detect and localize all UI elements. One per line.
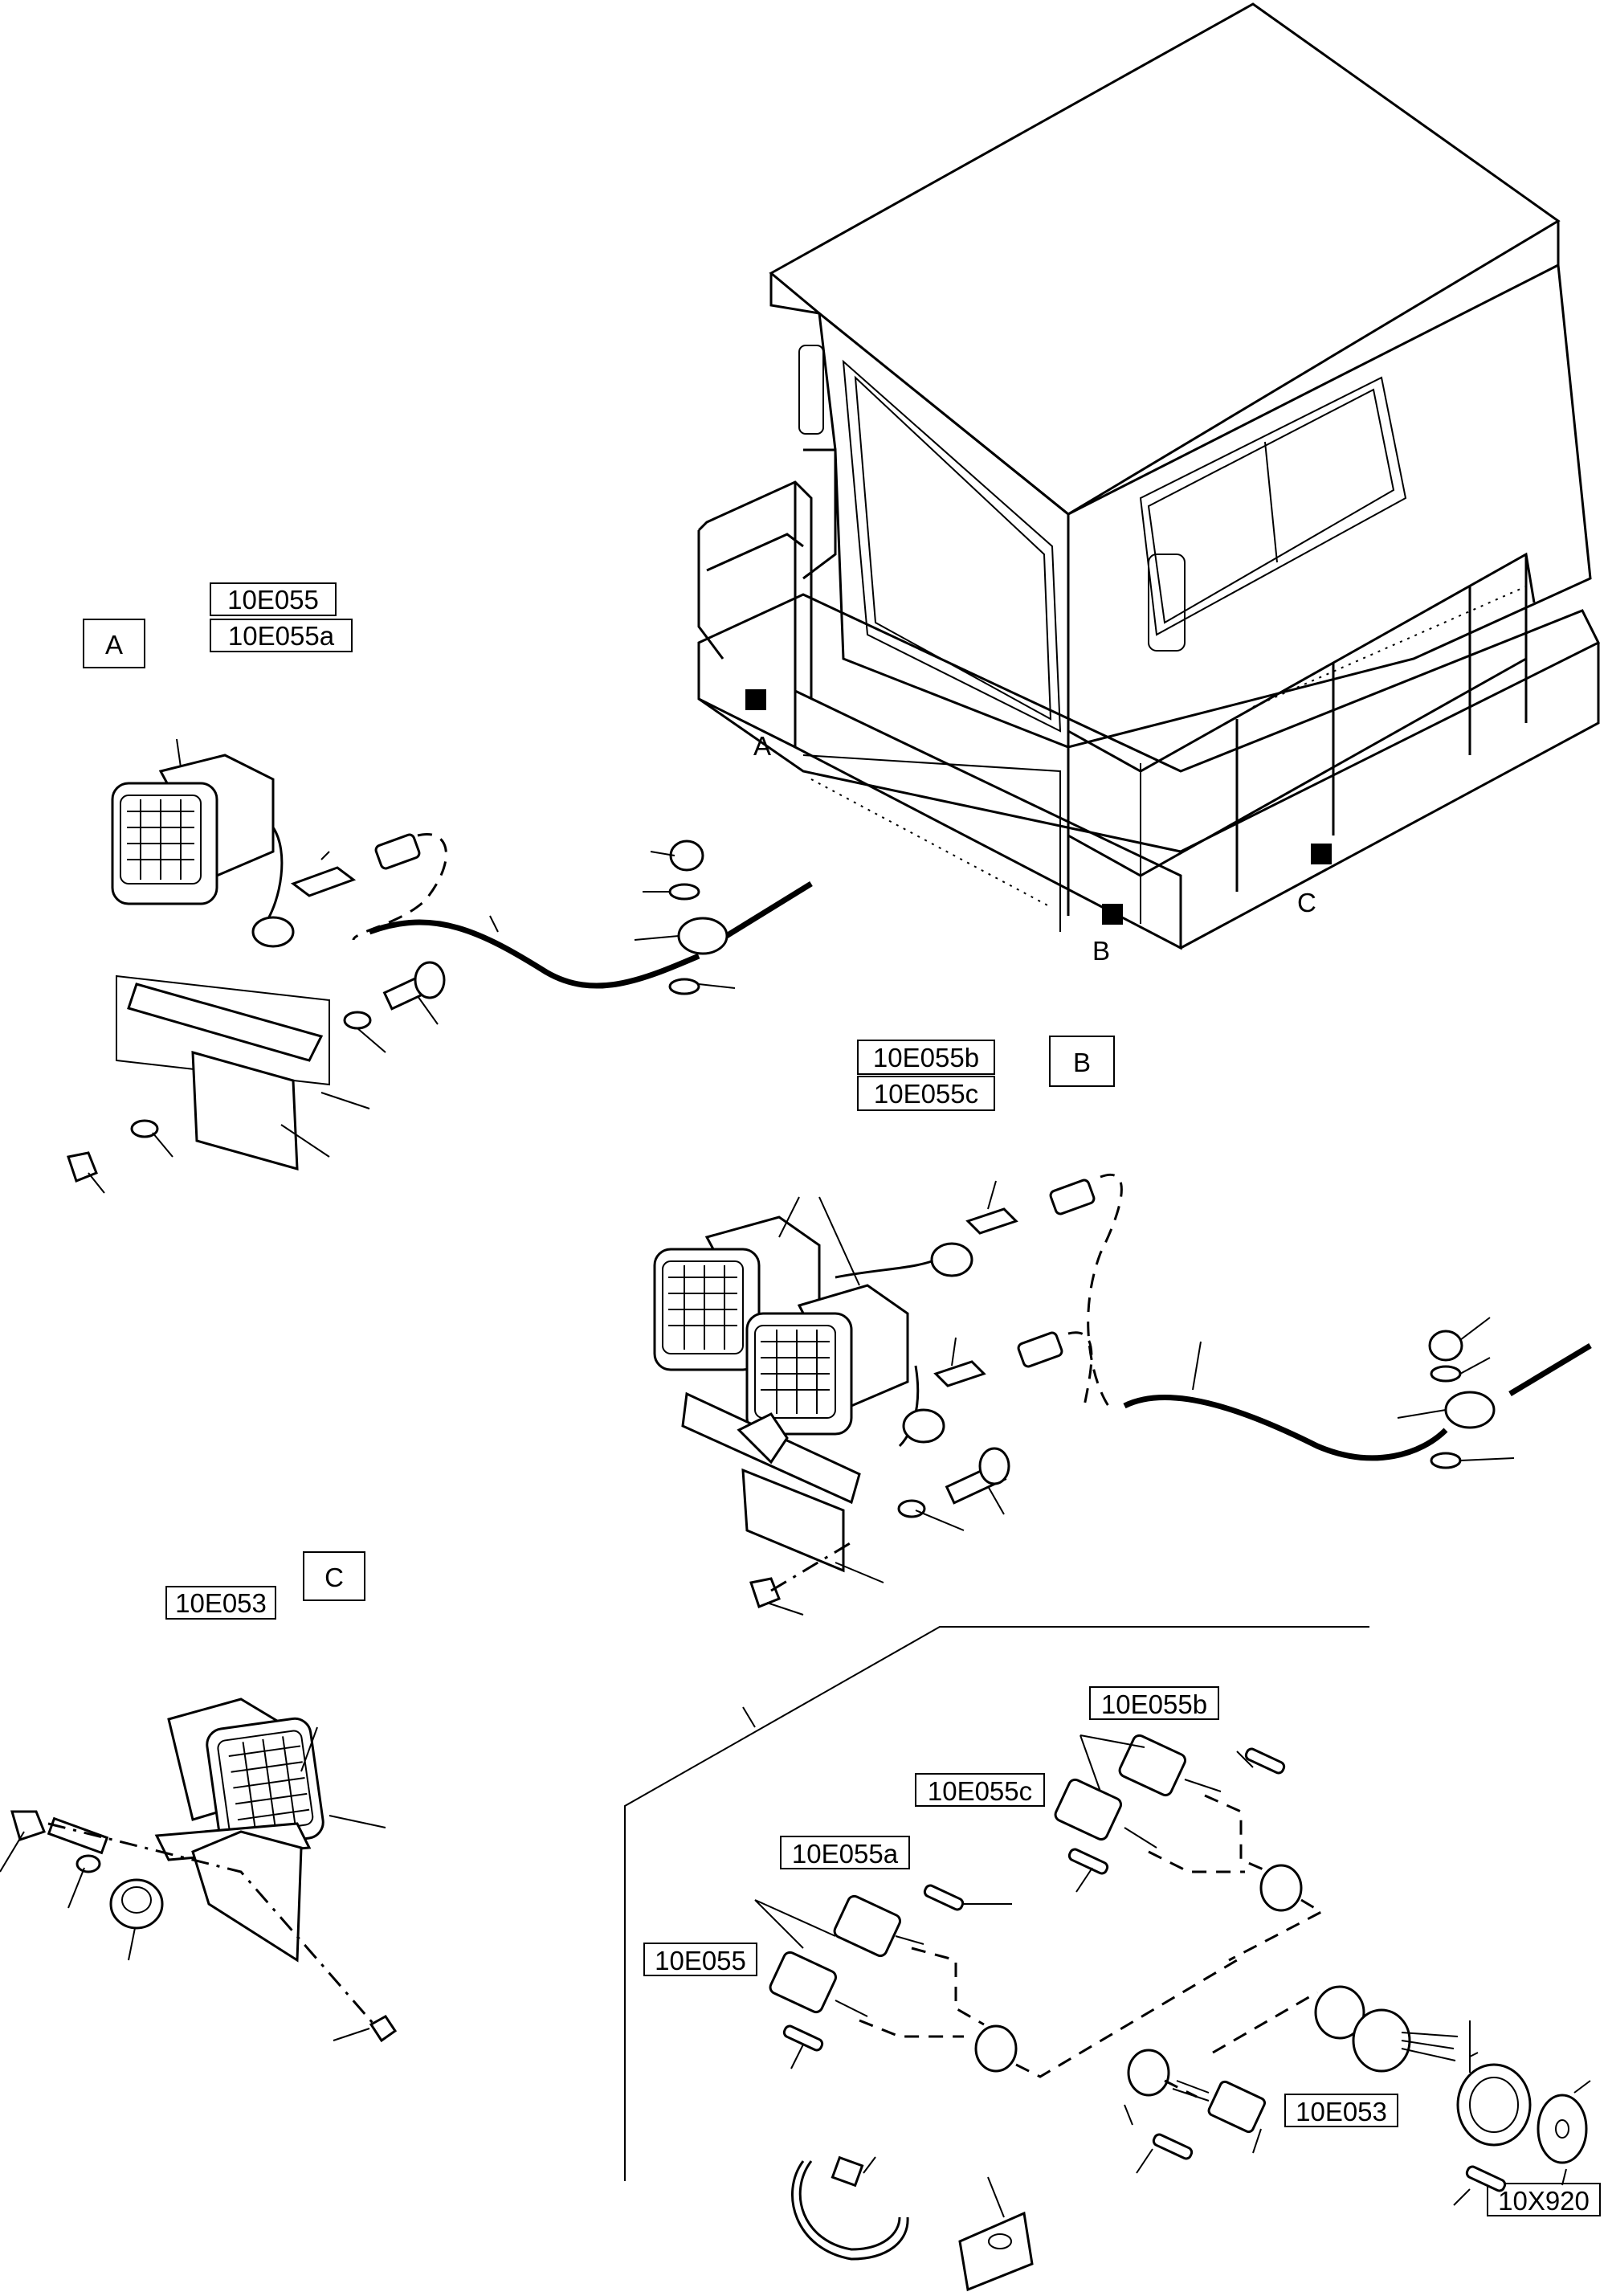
view-c-code-1: 10E053 bbox=[175, 1588, 267, 1618]
view-a-letter: A bbox=[105, 630, 123, 660]
work-lamps-b bbox=[653, 1215, 909, 1436]
view-a-code-2: 10E055a bbox=[228, 621, 335, 651]
cab-illustration: A B C bbox=[697, 2, 1601, 966]
view-a-code-1: 10E055 bbox=[227, 585, 319, 615]
plug-10X920 bbox=[1456, 2063, 1532, 2147]
view-b-code-2: 10E055c bbox=[874, 1079, 978, 1109]
dust-cap bbox=[1537, 2094, 1588, 2164]
view-a: A 10E055 10E055a bbox=[67, 582, 813, 1194]
harness-label-10E055: 10E055 bbox=[655, 1946, 746, 1975]
harness-label-10E053: 10E053 bbox=[1296, 2097, 1387, 2126]
harness-detail: 10E055b 10E055c 10E055a 10E055 10E053 bbox=[624, 1626, 1601, 2292]
view-b-letter: B bbox=[1073, 1048, 1091, 1077]
location-marker-c: C bbox=[1297, 888, 1316, 917]
view-b-code-1: 10E055b bbox=[873, 1043, 979, 1072]
connector-10E055b bbox=[1118, 1734, 1187, 1797]
harness-label-10E055c: 10E055c bbox=[928, 1776, 1032, 1806]
location-marker-b: B bbox=[1092, 936, 1110, 966]
connector-10E055 bbox=[769, 1951, 838, 2014]
work-lamp-a bbox=[111, 754, 275, 905]
bulkhead-connector bbox=[1314, 1985, 1365, 2040]
junction-plug-mid bbox=[974, 2024, 1018, 2073]
harness-label-10X920: 10X920 bbox=[1498, 2186, 1590, 2216]
cable-tie bbox=[798, 2160, 901, 2251]
connector-10E053 bbox=[1207, 2080, 1267, 2134]
harness-label-10E055a: 10E055a bbox=[792, 1839, 899, 1869]
plug-a bbox=[251, 916, 295, 948]
adhesive-clip bbox=[958, 2211, 1034, 2292]
connector-10E055a bbox=[833, 1894, 902, 1958]
view-b: 10E055b 10E055c B bbox=[653, 1036, 1592, 1616]
harness-label-10E055b: 10E055b bbox=[1101, 1689, 1207, 1719]
connector-10E055c bbox=[1054, 1778, 1123, 1841]
ring-terminal-a bbox=[290, 866, 357, 897]
location-marker-a: A bbox=[753, 731, 771, 761]
view-c-letter: C bbox=[324, 1563, 344, 1592]
connector-a bbox=[374, 833, 421, 870]
view-c: C 10E053 bbox=[0, 1551, 398, 2043]
junction-plug-top bbox=[1259, 1864, 1303, 1912]
